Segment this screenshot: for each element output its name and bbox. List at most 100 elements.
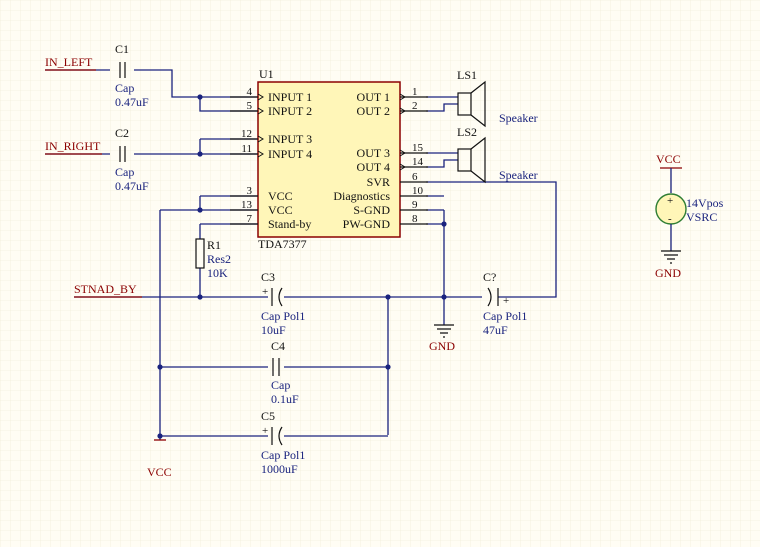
net-label-standby: STNAD_BY	[74, 282, 142, 298]
capacitor-c7: C? + Cap Pol1 47uF	[483, 270, 527, 337]
junctions	[157, 94, 447, 439]
ic-pin-number: 1	[412, 86, 418, 98]
ic-ref: U1	[259, 67, 274, 81]
ic-pin-right: 15 OUT 3	[357, 142, 428, 160]
c3-ref: C3	[261, 270, 275, 284]
ground-label: GND	[429, 339, 455, 353]
ic-pin-left: 12 INPUT 3	[230, 128, 312, 146]
c1-value: 0.47uF	[115, 95, 149, 109]
ls2-ref: LS2	[457, 125, 477, 139]
vcc-bottom-label: VCC	[147, 465, 172, 479]
ic-pin-right: 1 OUT 1	[357, 86, 428, 104]
ls1-ref: LS1	[457, 68, 477, 82]
ic-pin-name: SVR	[367, 175, 390, 189]
ic-pin-number: 2	[412, 100, 418, 112]
source-gnd-label: GND	[655, 266, 681, 280]
capacitor-c1: C1 Cap 0.47uF	[115, 42, 149, 109]
c5-value: 1000uF	[261, 462, 298, 476]
ls2-label: Speaker	[499, 168, 538, 182]
speaker-ls1: LS1 Speaker	[457, 68, 538, 128]
net-label-in-left: IN_LEFT	[45, 55, 96, 71]
ic-pin-name: INPUT 4	[268, 147, 312, 161]
ic-pin-number: 7	[247, 213, 253, 225]
ic-pin-left: 11 INPUT 4	[230, 143, 312, 161]
c5-polarity-mark: +	[262, 425, 268, 437]
source-minus: -	[668, 213, 672, 225]
ic-pin-number: 13	[241, 199, 253, 211]
c7-type: Cap Pol1	[483, 309, 527, 323]
source-vcc-label: VCC	[656, 152, 681, 166]
capacitor-c3: C3 + Cap Pol1 10uF	[261, 270, 305, 337]
ic-pin-name: INPUT 3	[268, 132, 312, 146]
voltage-source: VCC + - GND 14Vpos VSRC	[655, 152, 724, 280]
c3-polarity-mark: +	[262, 286, 268, 298]
r1-value: 10K	[207, 266, 228, 280]
source-type: VSRC	[686, 210, 717, 224]
c4-ref: C4	[271, 339, 285, 353]
c2-type: Cap	[115, 165, 134, 179]
r1-ref: R1	[207, 238, 221, 252]
ic-pin-name: Diagnostics	[333, 189, 390, 203]
ground-symbol: GND	[429, 324, 455, 353]
net-label-in-right-text: IN_RIGHT	[45, 139, 101, 153]
c7-polarity-mark: +	[503, 295, 509, 307]
source-plus: +	[667, 195, 673, 207]
c7-ref: C?	[483, 270, 496, 284]
net-label-in-right: IN_RIGHT	[45, 139, 102, 155]
ic-pin-number: 5	[247, 100, 253, 112]
c2-ref: C2	[115, 126, 129, 140]
ic-pin-right: 2 OUT 2	[357, 100, 428, 118]
ic-pin-number: 10	[412, 185, 424, 197]
ic-pin-number: 3	[247, 185, 253, 197]
ic-pin-right: 10 Diagnostics	[333, 185, 428, 203]
ic-pin-number: 14	[412, 156, 424, 168]
c5-ref: C5	[261, 409, 275, 423]
resistor-r1: R1 Res2 10K	[195, 238, 231, 280]
r1-type: Res2	[207, 252, 231, 266]
ic-pin-name: OUT 4	[357, 160, 390, 174]
ic-part-name: TDA7377	[258, 237, 307, 251]
wires	[45, 69, 557, 440]
ic-pin-right: 14 OUT 4	[357, 156, 428, 174]
capacitor-c5: C5 + Cap Pol1 1000uF	[261, 409, 305, 476]
ic-pin-left: 7 Stand-by	[230, 213, 311, 231]
ic-pin-number: 11	[241, 143, 252, 155]
ic-pin-name: OUT 2	[357, 104, 390, 118]
ic-body	[257, 81, 401, 238]
vcc-bottom-port: VCC	[147, 439, 172, 479]
net-label-in-left-text: IN_LEFT	[45, 55, 93, 69]
ic-pin-name: Stand-by	[268, 217, 311, 231]
capacitor-c2: C2 Cap 0.47uF	[115, 126, 149, 193]
c1-type: Cap	[115, 81, 134, 95]
ic-pin-name: VCC	[268, 203, 293, 217]
c5-type: Cap Pol1	[261, 448, 305, 462]
ic-pin-left: 5 INPUT 2	[230, 100, 312, 118]
c3-value: 10uF	[261, 323, 286, 337]
c1-ref: C1	[115, 42, 129, 56]
ic-pin-right: 9S-GND	[353, 199, 428, 217]
c7-value: 47uF	[483, 323, 508, 337]
ic-pin-left: 3 VCC	[230, 185, 293, 203]
c4-value: 0.1uF	[271, 392, 299, 406]
ic-pin-number: 9	[412, 199, 418, 211]
ic-pin-right: 6 SVR	[367, 171, 428, 189]
c2-value: 0.47uF	[115, 179, 149, 193]
ic-pin-number: 12	[241, 128, 252, 140]
ic-pin-name: INPUT 2	[268, 104, 312, 118]
ic-pin-name: OUT 3	[357, 146, 390, 160]
ic-pin-number: 6	[412, 171, 418, 183]
ic-pin-number: 8	[412, 213, 418, 225]
ic-pin-name: OUT 1	[357, 90, 390, 104]
ic-pin-number: 15	[412, 142, 424, 154]
source-value: 14Vpos	[686, 196, 724, 210]
c4-type: Cap	[271, 378, 290, 392]
speaker-ls2: LS2 Speaker	[457, 125, 538, 184]
ic-pin-right: 8PW-GND	[343, 213, 428, 231]
ic-pin-name: INPUT 1	[268, 90, 312, 104]
capacitor-c4: C4 Cap 0.1uF	[271, 339, 299, 406]
ic-pin-name: VCC	[268, 189, 293, 203]
